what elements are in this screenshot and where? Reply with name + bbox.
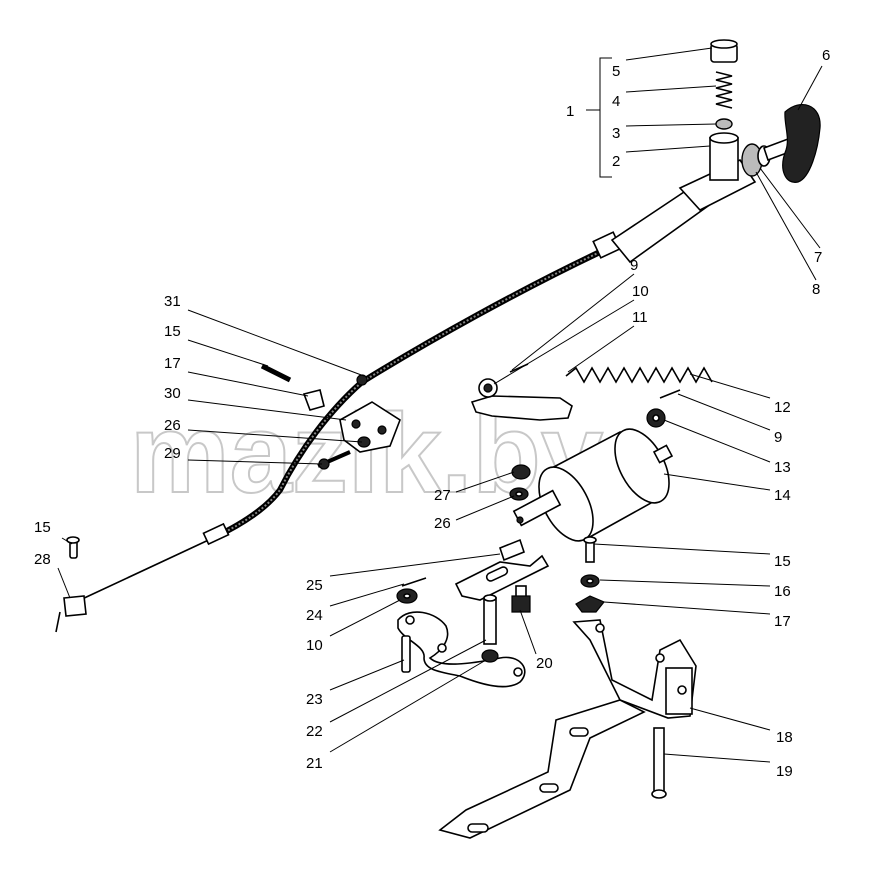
callout-12: 12 (774, 399, 791, 416)
callout-10-upper: 10 (632, 283, 649, 300)
callout-16: 16 (774, 583, 791, 600)
callout-7: 7 (814, 249, 822, 266)
stop-cylinder (512, 428, 674, 542)
callout-15-upper: 15 (164, 323, 181, 340)
callout-13: 13 (774, 459, 791, 476)
callout-25: 25 (306, 577, 323, 594)
callout-11: 11 (632, 309, 648, 326)
callout-27: 27 (434, 487, 451, 504)
leader-lines (57, 47, 823, 763)
callout-26-lower: 26 (434, 515, 451, 532)
callout-17-right: 17 (774, 613, 791, 630)
throttle-lever-upper (470, 363, 713, 428)
group-bracket (599, 57, 612, 178)
callout-23: 23 (306, 691, 323, 708)
callout-5: 5 (612, 63, 620, 80)
callout-26-upper: 26 (164, 417, 181, 434)
bracket-fasteners (575, 536, 605, 613)
callout-labels: 1 2 3 4 5 6 7 8 9 10 11 12 9 13 14 31 15… (34, 47, 830, 780)
callout-6: 6 (822, 47, 830, 64)
callout-4: 4 (612, 93, 620, 110)
callout-2: 2 (612, 153, 620, 170)
callout-24: 24 (306, 607, 323, 624)
callout-3: 3 (612, 125, 620, 142)
callout-8: 8 (812, 281, 820, 298)
callout-15-right: 15 (774, 553, 791, 570)
cable-end-clamp (55, 536, 87, 633)
callout-9-right: 9 (774, 429, 782, 446)
control-cable (79, 231, 622, 601)
mounting-bracket (438, 619, 697, 839)
callout-19: 19 (776, 763, 793, 780)
callout-20: 20 (536, 655, 553, 672)
callout-15-left: 15 (34, 519, 51, 536)
callout-28: 28 (34, 551, 51, 568)
callout-22: 22 (306, 723, 323, 740)
callout-9-upper: 9 (630, 257, 638, 274)
cable-control-head (610, 39, 821, 264)
callout-18: 18 (776, 729, 793, 746)
callout-31: 31 (164, 293, 181, 310)
callout-1: 1 (566, 103, 574, 120)
callout-29: 29 (164, 445, 181, 462)
callout-14: 14 (774, 487, 791, 504)
callout-21: 21 (306, 755, 323, 772)
nut-washer-pair (509, 464, 531, 501)
callout-17-upper: 17 (164, 355, 181, 372)
callout-10-lower: 10 (306, 637, 323, 654)
callout-30: 30 (164, 385, 181, 402)
cable-bracket-upper (260, 363, 401, 470)
lower-lever-assembly (396, 538, 550, 688)
